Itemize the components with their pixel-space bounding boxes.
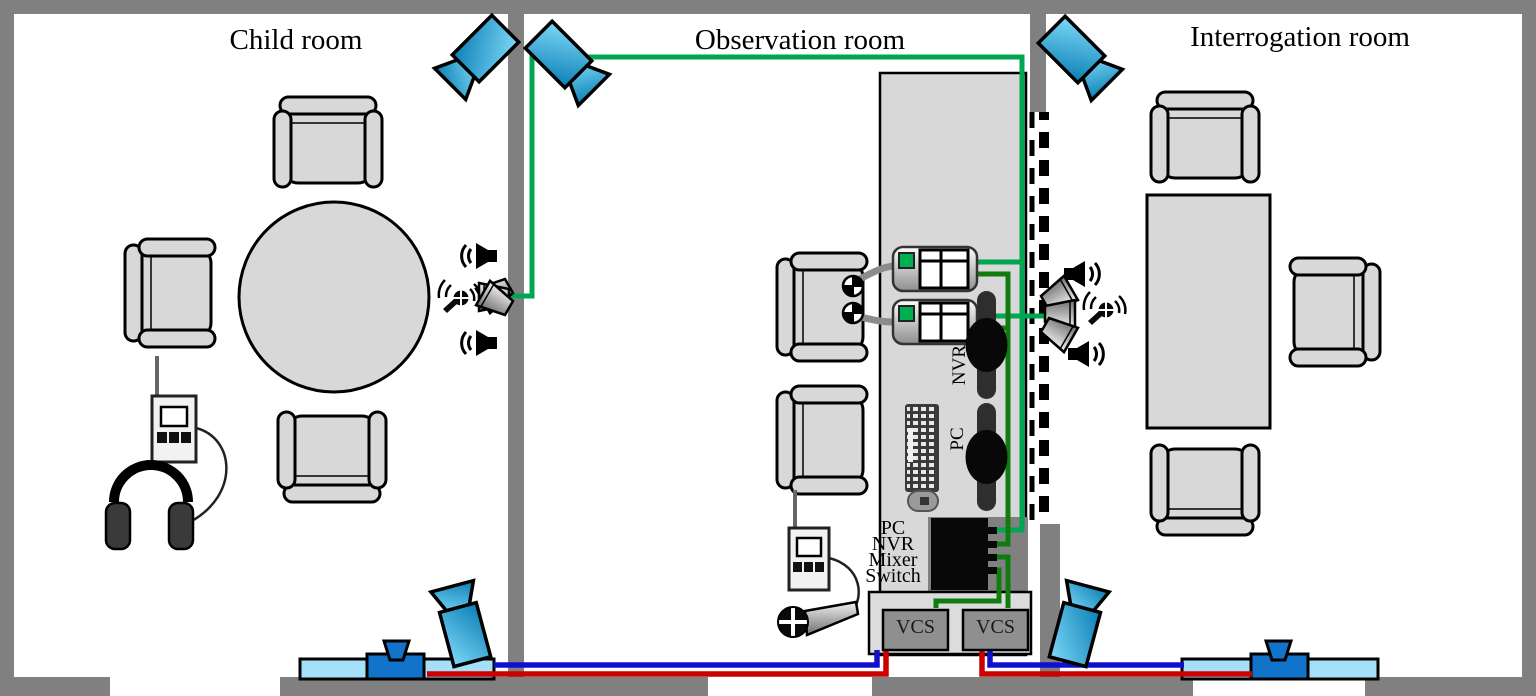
- vcs-box-right: [961, 608, 1030, 652]
- tv-camera-icon: [381, 639, 412, 662]
- camera-icon: [521, 17, 612, 108]
- blue-cable-right: [987, 650, 1184, 668]
- speaker-icon: [1066, 339, 1105, 369]
- room-title-child: Child room: [229, 24, 363, 56]
- wall-observation-interrogation-top: [1030, 14, 1046, 112]
- vcs-box-left: [881, 608, 950, 652]
- blue-cable-left: [494, 650, 880, 668]
- wall-bottom-segment: [1365, 677, 1536, 696]
- monitor-icon: [891, 245, 979, 293]
- chair: [276, 410, 388, 504]
- speaker-icon: [460, 328, 499, 358]
- handheld-microphone-icon: [777, 600, 860, 638]
- chair: [775, 384, 869, 496]
- camera-icon: [429, 578, 496, 670]
- vcs-left-label: VCS: [896, 616, 935, 638]
- walkie-talkie-child: [150, 356, 228, 524]
- headphones-icon: [104, 460, 195, 551]
- speaker-icon: [460, 241, 499, 271]
- chair: [1149, 443, 1261, 537]
- tv-camera-icon: [1263, 639, 1294, 662]
- microphone-icon: [437, 278, 482, 315]
- green-cables: [492, 54, 1048, 608]
- rack-label-switch: Switch: [865, 565, 921, 587]
- red-cable-right: [979, 650, 1252, 677]
- keyboard-icon: [905, 404, 939, 492]
- wall-right: [1522, 0, 1536, 696]
- wall-left: [0, 0, 14, 696]
- earpiece-icon: [841, 274, 865, 298]
- room-title-observation: Observation room: [694, 24, 906, 56]
- chair: [1288, 256, 1382, 368]
- wall-bottom-segment: [0, 677, 110, 696]
- round-table: [237, 200, 431, 394]
- microphone-icon: [1082, 290, 1127, 327]
- camera-icon: [1034, 12, 1125, 103]
- av-cables: [427, 650, 1252, 677]
- room-title-interrogation: Interrogation room: [1190, 21, 1410, 53]
- earpiece-icon: [841, 301, 865, 325]
- chair: [272, 95, 384, 189]
- rack-label-mixer: Mixer: [868, 549, 918, 571]
- nvr-label: NVR: [949, 344, 970, 386]
- pc-label: PC: [947, 427, 968, 451]
- wall-top: [0, 0, 1536, 14]
- rack-label-pc: PC: [880, 517, 906, 539]
- headphone-cord: [189, 426, 228, 524]
- interrogation-wall-audio: [1036, 259, 1127, 369]
- camera-icon: [432, 11, 523, 102]
- rack-unit: [931, 518, 997, 590]
- chair: [123, 237, 217, 349]
- chair: [1149, 90, 1261, 184]
- wall-child-observation: [508, 14, 524, 678]
- rack-label-nvr: NVR: [871, 533, 915, 555]
- rack-labels: PC NVR Mixer Switch: [856, 517, 930, 587]
- interrogation-table: [1145, 193, 1272, 430]
- mouse-icon: [907, 490, 939, 512]
- walkie-talkie-observer: [787, 490, 860, 612]
- vcs-right-label: VCS: [976, 616, 1015, 638]
- wall-bottom-segment: [872, 677, 1193, 696]
- red-cable-left: [427, 650, 889, 677]
- child-wall-audio: [437, 241, 518, 358]
- tv-child-room: [298, 639, 496, 681]
- wall-bottom-segment: [280, 677, 708, 696]
